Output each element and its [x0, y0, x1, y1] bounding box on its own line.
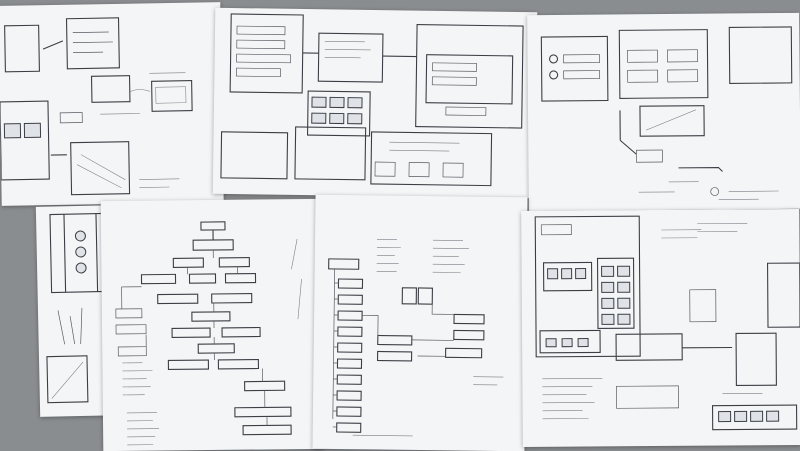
sketch-drawing: [101, 199, 324, 451]
sketch-sheet-top-right: [527, 13, 800, 211]
sketch-sheet-top-left: [0, 2, 224, 206]
sketch-drawing: [527, 13, 800, 211]
sketch-sheet-flowchart: [101, 199, 324, 451]
sketch-drawing: [312, 195, 527, 451]
sketch-sheet-sitemap: [312, 195, 527, 451]
sketch-drawing: [213, 8, 538, 198]
sketch-sheet-top-center: [213, 8, 538, 198]
sketch-drawing: [0, 2, 224, 206]
sketch-drawing: [521, 209, 800, 447]
sketch-sheet-bottom-right: [521, 209, 800, 447]
